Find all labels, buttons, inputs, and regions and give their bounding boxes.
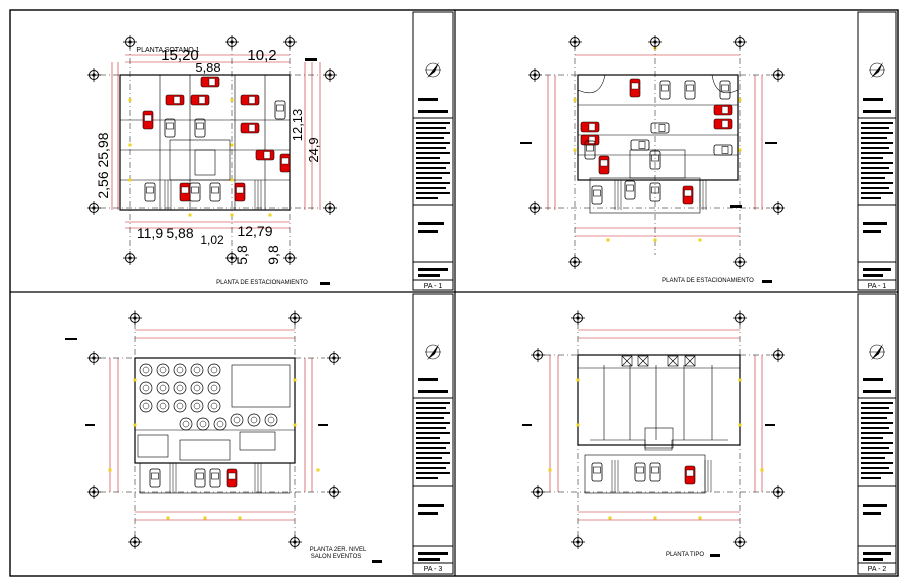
sheet-code: PA - 1: [868, 283, 887, 290]
dimension-label: 5,88: [195, 60, 220, 75]
title-block-top-right: PA - 1: [857, 11, 897, 291]
dimension-label: 1,02: [200, 233, 224, 247]
title-block-bottom-right: PA - 2: [857, 293, 897, 575]
dimension-label: 15,20: [161, 47, 199, 64]
sheet-code: PA - 3: [424, 566, 443, 573]
plan-caption: PLANTA DE ESTACIONAMIENTO: [662, 278, 754, 284]
dimension-label: 12,13: [290, 109, 305, 142]
plan-bottom-right: PLANTA TIPO: [522, 310, 786, 558]
plan-caption: PLANTA TIPO: [666, 552, 704, 558]
sheet-code: PA - 2: [868, 566, 887, 573]
plan-caption: PLANTA DE ESTACIONAMIENTO: [216, 280, 308, 286]
plan-bottom-left: PLANTA 2ER. NIVEL SALON EVENTOS: [65, 310, 382, 563]
outer-frame: [9, 9, 899, 577]
dimension-label: 9,8: [265, 245, 281, 265]
title-block-bottom-left: PA - 3: [412, 293, 454, 575]
dimension-label: 12,79: [237, 223, 272, 239]
dimension-label: 5,88: [166, 225, 193, 241]
dimension-label: 5,8: [234, 245, 250, 265]
plan-top-left: PLANTA SOTANO 1 15,20 10,2 5,88 25,98 2,…: [86, 34, 338, 286]
plan-sub-caption: SALON EVENTOS: [311, 554, 362, 560]
title-block-top-left: PA - 1: [412, 11, 454, 291]
dimension-label: 10,2: [247, 47, 276, 64]
dimension-label: 11,9: [137, 225, 163, 241]
plan-caption: PLANTA 2ER. NIVEL: [310, 547, 367, 553]
sheet-code: PA - 1: [424, 283, 443, 290]
plan-top-right: PLANTA DE ESTACIONAMIENTO: [520, 34, 786, 284]
dimension-label: 2,56: [95, 171, 111, 198]
dimension-label: 25,98: [95, 132, 111, 167]
plan-title-text: PLANTA SOTANO 1: [136, 47, 199, 54]
dimension-label: 24,9: [306, 137, 321, 162]
